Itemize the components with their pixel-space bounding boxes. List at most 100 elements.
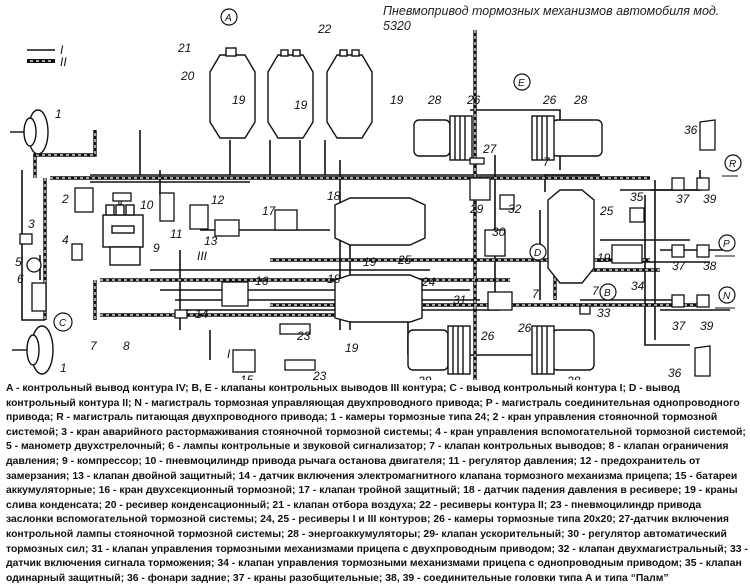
callout-22: 22 [317,22,332,36]
brake-valve-16 [221,281,249,307]
receiver-20 [209,47,256,139]
callout-28-bottom-left: 28 [417,374,432,380]
disconnect-valve-37c [671,294,685,308]
spring-brake-chamber-bottom-right [531,325,595,375]
callout-1-top: 1 [55,107,62,121]
callout-39-a: 39 [703,192,717,206]
callout-labels: 1 1 2 3 4 5 6 7 7 7 7 8 9 10 11 12 13 14… [15,22,717,380]
callout-11: 11 [170,227,182,241]
callout-5: 5 [15,255,22,269]
callout-28-bottom-right: 28 [566,374,581,380]
shutdown-cylinder-10 [112,192,132,202]
marker-R: R [729,159,736,170]
pressure-regulator-11 [159,192,175,222]
callout-37-c: 37 [672,319,687,333]
callout-25-horizontal: 25 [397,253,412,267]
callout-30: 30 [492,225,506,239]
pneumatic-brake-schematic: I II [10,8,742,380]
callout-23-top: 23 [296,329,311,343]
callout-III: III [197,249,208,263]
callout-38: 38 [703,259,717,273]
disconnect-valve-37a [671,177,685,191]
emergency-release-valve-3 [19,233,33,245]
coupling-head-39b [696,294,710,308]
trailer-control-valve-34 [611,244,643,264]
callout-39-b: 39 [700,319,714,333]
trailer-sensor-14 [174,309,188,319]
callout-7-b: 7 [592,284,600,298]
callout-36-bottom: 36 [668,366,682,380]
two-line-valve-32 [499,194,515,210]
marker-E: E [518,78,525,89]
callout-13: 13 [204,234,218,248]
callout-29: 29 [469,202,484,216]
accelerator-valve-29 [469,177,491,201]
antifreeze-12 [189,204,209,230]
marker-P: P [723,239,730,250]
callout-15: 15 [240,373,254,380]
callout-12: 12 [211,193,225,207]
callout-8: 8 [123,339,130,353]
spring-brake-chamber-top-left [413,115,473,161]
marker-A: A [224,13,232,24]
receiver-24 [334,274,423,323]
callout-34: 34 [631,279,645,293]
callout-I: I [227,347,231,361]
aux-cylinder-23-top [279,323,311,335]
diagram-title: Пневмопривод тормозных механизмов автомо… [383,4,720,33]
callout-24: 24 [421,275,436,289]
marker-N: N [723,291,731,302]
auxiliary-brake-valve-4 [71,243,83,261]
pressure-gauge-5 [26,257,42,273]
output-arrows [715,175,738,309]
callout-7-e: 7 [543,155,551,169]
callout-2: 2 [61,192,69,206]
stop-signal-sensor-33 [579,305,591,315]
callout-19-e: 19 [345,341,359,355]
brake-chamber-1-top [10,109,49,155]
callout-6: 6 [17,272,24,286]
coupling-head-39a [696,177,710,191]
callout-26-bottom-right: 26 [517,321,532,335]
marker-B: B [604,288,611,299]
single-protection-valve-35 [629,207,645,223]
marker-D: D [534,248,541,259]
brake-chamber-1-bottom [12,325,54,375]
callout-26-bottom-left: 26 [480,329,495,343]
callout-16: 16 [255,274,269,288]
disconnect-valve-37b [671,244,685,258]
pipes-dashed-inner [34,30,700,380]
callout-21: 21 [177,41,191,55]
legend-caption: A - контрольный вывод контура IV; B, E -… [6,383,748,584]
callout-31: 31 [453,293,466,307]
callout-20: 20 [180,69,195,83]
marker-C: C [59,318,67,329]
compressor-9 [102,204,144,266]
callout-27: 27 [482,142,498,156]
callout-37-a: 37 [676,192,691,206]
spring-brake-chamber-bottom-left [407,325,471,375]
callout-7-d: 7 [532,287,540,301]
callout-19-b: 19 [294,98,308,112]
callout-19-c: 19 [390,93,404,107]
legend: I II [27,43,67,69]
callout-37-b: 37 [672,259,687,273]
callout-19-a: 19 [232,93,246,107]
callout-19-f: 19 [597,251,611,265]
callout-7-c: 7 [90,339,98,353]
callout-36-top: 36 [684,123,698,137]
callout-18-top: 18 [327,189,341,203]
batteries-15 [232,349,256,373]
callout-33: 33 [597,306,611,320]
callout-23-bottom: 23 [312,369,327,380]
double-protection-valve-13 [214,219,240,237]
aux-cylinder-23-bottom [284,359,316,371]
triple-protection-valve-17 [274,209,298,231]
callout-32: 32 [508,202,522,216]
callout-26-top-right: 26 [542,93,557,107]
callout-25-vertical: 25 [599,204,614,218]
warning-lamps-6 [31,282,47,312]
legend-label-circuit-1: I [60,43,64,57]
callout-9: 9 [153,241,160,255]
tail-light-36-bottom [694,345,711,377]
